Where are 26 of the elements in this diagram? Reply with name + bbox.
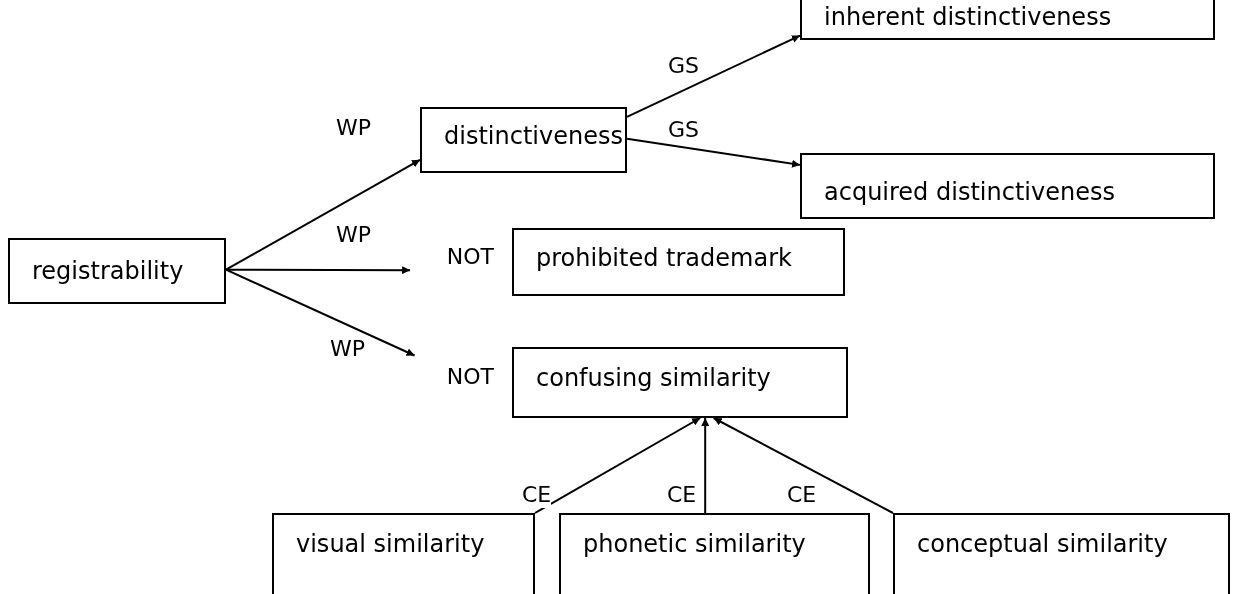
box-label: acquired distinctiveness — [824, 178, 1115, 206]
box-label: visual similarity — [296, 530, 485, 558]
concept-box — [559, 513, 870, 594]
arrow — [225, 268, 416, 357]
concept-box — [800, 153, 1215, 219]
arrow — [626, 137, 801, 168]
box-label: registrability — [32, 257, 184, 285]
box-label: distinctiveness — [444, 122, 623, 150]
arrow — [225, 266, 412, 275]
box-label: confusing similarity — [536, 364, 771, 392]
box-label: prohibited trademark — [536, 244, 792, 272]
arrow — [712, 417, 894, 514]
arrow — [534, 417, 702, 514]
box-label: conceptual similarity — [917, 530, 1168, 558]
box-label: phonetic similarity — [583, 530, 806, 558]
negation-label: NOT — [446, 243, 494, 271]
arrow — [626, 34, 801, 118]
concept-box — [272, 513, 535, 594]
arrow — [225, 158, 421, 271]
concept-box — [800, 0, 1215, 40]
concept-box — [893, 513, 1230, 594]
arrow — [701, 417, 710, 514]
concept-box — [8, 238, 226, 304]
concept-box — [420, 107, 627, 173]
box-label: inherent distinctiveness — [824, 3, 1112, 31]
negation-label: NOT — [446, 363, 494, 391]
